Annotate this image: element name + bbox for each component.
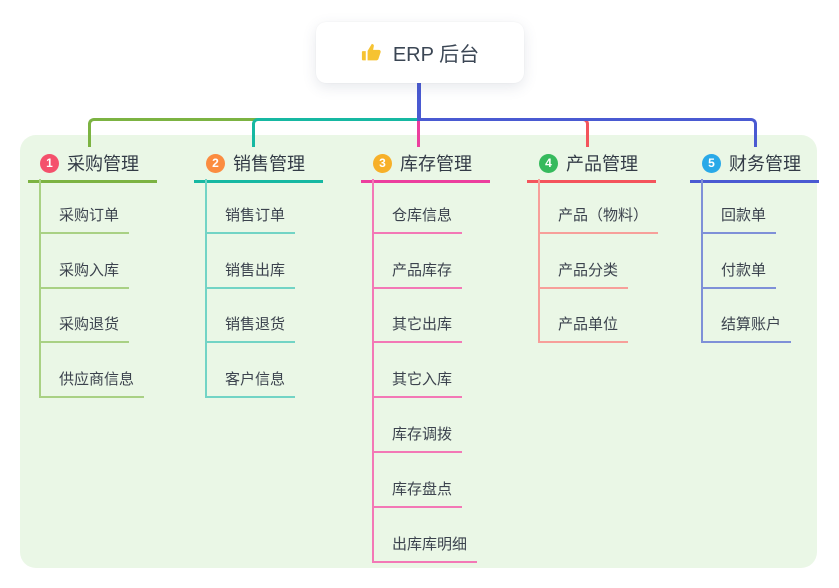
branch-3-header[interactable]: 3 库存管理 [361,149,490,183]
branch-4-children: 产品（物料） 产品分类产品单位 [538,179,659,344]
child-node[interactable]: 仓库信息 [374,206,463,234]
branch-3: 3 库存管理仓库信息产品库存其它出库其它入库库存调拨库存盘点出库库明细 [361,149,490,563]
branch-number-badge: 2 [206,153,225,173]
branch-title: 采购管理 [67,154,139,174]
branch-4-header[interactable]: 4 产品管理 [527,149,656,183]
child-node[interactable]: 采购退货 [41,315,130,344]
branch-number-badge: 1 [40,153,59,173]
branch-2: 2 销售管理销售订单销售出库销售退货客户信息 [194,149,323,399]
list-item: 供应商信息 [41,343,145,399]
branch-number-badge: 4 [539,153,558,173]
list-item: 产品分类 [540,234,658,289]
list-item: 付款单 [703,234,791,289]
connector-branch-5 [418,118,757,147]
connector-root-line [417,83,421,121]
branch-2-children: 销售订单销售出库销售退货客户信息 [205,179,296,399]
child-node[interactable]: 库存调拨 [374,425,463,453]
child-node[interactable]: 销售退货 [207,315,296,344]
list-item: 库存盘点 [374,453,477,508]
list-item: 采购入库 [41,234,144,289]
child-node[interactable]: 产品（物料） [540,206,659,234]
child-node[interactable]: 其它入库 [374,370,463,399]
child-node[interactable]: 结算账户 [703,315,792,344]
child-node[interactable]: 回款单 [703,206,777,234]
list-item: 产品单位 [540,289,658,344]
branch-1-header[interactable]: 1 采购管理 [28,149,157,183]
list-item: 销售出库 [207,234,296,289]
child-node[interactable]: 产品单位 [540,315,629,344]
connector-branch-2 [252,118,422,147]
child-node[interactable]: 库存盘点 [374,480,463,508]
branch-number-badge: 3 [373,153,392,173]
list-item: 仓库信息 [374,179,477,234]
branch-5-children: 回款单付款单结算账户 [701,179,792,344]
child-node[interactable]: 产品库存 [374,261,463,289]
branch-title: 产品管理 [566,154,638,174]
branch-number-badge: 5 [702,153,721,173]
list-item: 产品库存 [374,234,477,289]
child-node[interactable]: 客户信息 [207,370,296,399]
list-item: 客户信息 [207,343,296,399]
list-item: 回款单 [703,179,791,234]
root-node[interactable]: ERP 后台 [316,22,524,83]
branches-panel [20,135,817,568]
branch-2-header[interactable]: 2 销售管理 [194,149,323,183]
list-item: 产品（物料） [540,179,659,234]
branch-4: 4 产品管理产品（物料） 产品分类产品单位 [527,149,659,344]
connector-branch-3 [417,121,420,147]
branch-5: 5 财务管理回款单付款单结算账户 [690,149,819,344]
thumbs-up-icon [361,42,383,64]
child-node[interactable]: 采购订单 [41,206,130,234]
branch-5-header[interactable]: 5 财务管理 [690,149,819,183]
branch-title: 销售管理 [233,154,305,174]
branch-1-children: 采购订单采购入库采购退货供应商信息 [39,179,145,399]
list-item: 销售退货 [207,289,296,344]
child-node[interactable]: 销售出库 [207,261,296,289]
child-node[interactable]: 其它出库 [374,315,463,344]
branch-3-children: 仓库信息产品库存其它出库其它入库库存调拨库存盘点出库库明细 [372,179,478,563]
child-node[interactable]: 供应商信息 [41,370,145,399]
branch-1: 1 采购管理采购订单采购入库采购退货供应商信息 [28,149,157,399]
list-item: 库存调拨 [374,398,477,453]
child-node[interactable]: 销售订单 [207,206,296,234]
list-item: 采购退货 [41,289,144,344]
child-node[interactable]: 出库库明细 [374,535,478,563]
list-item: 销售订单 [207,179,296,234]
list-item: 出库库明细 [374,508,478,563]
list-item: 其它出库 [374,289,477,344]
branch-title: 库存管理 [400,154,472,174]
root-label: ERP 后台 [392,44,480,66]
list-item: 采购订单 [41,179,144,234]
child-node[interactable]: 产品分类 [540,261,629,289]
child-node[interactable]: 采购入库 [41,261,130,289]
child-node[interactable]: 付款单 [703,261,777,289]
branch-title: 财务管理 [729,154,801,174]
list-item: 结算账户 [703,289,792,344]
list-item: 其它入库 [374,343,477,399]
